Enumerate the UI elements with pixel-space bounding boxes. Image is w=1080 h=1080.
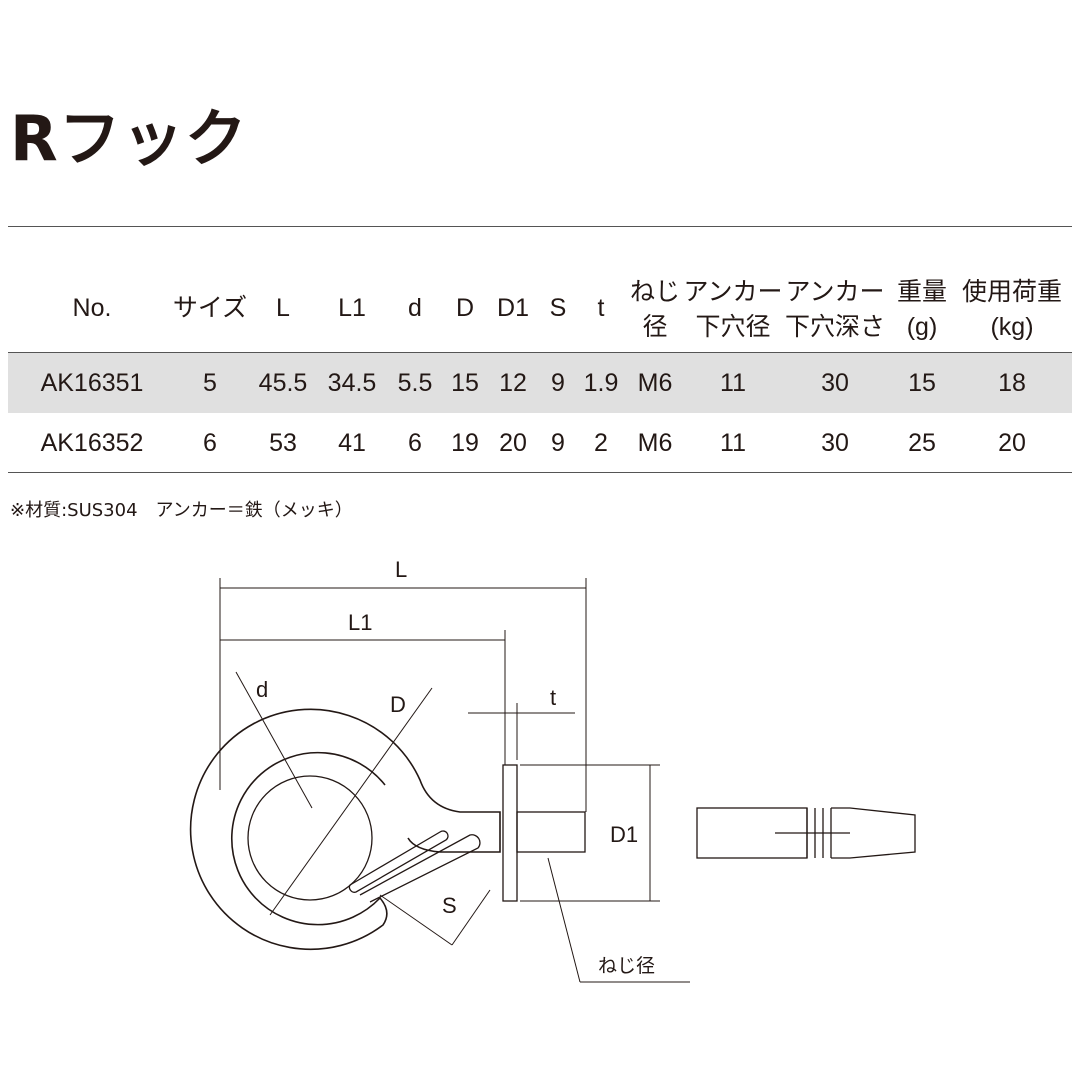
page-title: Rフック xyxy=(10,102,248,175)
table-cell: 15 xyxy=(451,369,479,397)
column-header: d xyxy=(408,294,422,322)
table-cell: 45.5 xyxy=(258,369,308,397)
table-cell: 11 xyxy=(720,369,746,397)
table-cell: 6 xyxy=(203,429,217,457)
column-header: 下穴径 xyxy=(695,313,771,341)
table-cell: 6 xyxy=(408,429,422,457)
column-header: ねじ xyxy=(629,278,681,306)
table-cell: 11 xyxy=(720,429,746,457)
column-header: (kg) xyxy=(990,313,1034,341)
column-header: 下穴深さ xyxy=(784,313,886,341)
label-S: S xyxy=(442,893,457,918)
product-number: AK16352 xyxy=(40,429,144,457)
thread-stud xyxy=(516,811,586,853)
column-header: L1 xyxy=(338,294,366,322)
table-cell: 34.5 xyxy=(327,369,377,397)
label-D1: D1 xyxy=(610,822,638,847)
table-cell: 30 xyxy=(821,429,849,457)
highlight-row-bg xyxy=(8,353,1072,413)
table-cell: 12 xyxy=(499,369,527,397)
table-cell: 20 xyxy=(499,429,527,457)
column-header: D1 xyxy=(497,294,529,322)
header-rule xyxy=(8,352,1072,353)
label-L1: L1 xyxy=(348,610,372,635)
table-cell: 25 xyxy=(908,429,936,457)
column-header: サイズ xyxy=(172,294,248,322)
table-top-rule xyxy=(8,226,1072,227)
anchor-drawing xyxy=(696,807,916,859)
label-D: D xyxy=(390,692,406,717)
washer xyxy=(502,764,518,902)
label-thread: ねじ径 xyxy=(598,955,655,977)
column-header: L xyxy=(276,294,290,322)
table-cell: 19 xyxy=(451,429,479,457)
column-header: D xyxy=(455,294,475,322)
column-header: アンカー xyxy=(785,278,885,306)
table-cell: 15 xyxy=(908,369,936,397)
table-cell: 41 xyxy=(338,429,366,457)
table-cell: 53 xyxy=(269,429,297,457)
table-cell: 18 xyxy=(998,369,1026,397)
label-d: d xyxy=(256,677,268,702)
latch xyxy=(348,830,449,893)
table-cell: 9 xyxy=(551,429,565,457)
table-cell: 1.9 xyxy=(583,369,619,397)
table-cell: 2 xyxy=(594,429,608,457)
column-header: アンカー xyxy=(683,278,783,306)
column-header: (g) xyxy=(906,313,938,341)
column-header: No. xyxy=(72,294,112,322)
hook-inner-circle xyxy=(247,775,373,901)
table-cell: 5.5 xyxy=(397,369,433,397)
table-cell: 5 xyxy=(203,369,217,397)
column-header: 径 xyxy=(642,313,668,341)
table-cell: 9 xyxy=(551,369,565,397)
table-bottom-rule xyxy=(8,472,1072,473)
table-cell: M6 xyxy=(637,369,673,397)
label-t: t xyxy=(550,685,556,710)
column-header: S xyxy=(549,294,567,322)
table-cell: 30 xyxy=(821,369,849,397)
material-note: ※材質:SUS304 アンカー＝鉄（メッキ） xyxy=(10,500,353,521)
product-number: AK16351 xyxy=(40,369,144,397)
column-header: 使用荷重 xyxy=(961,278,1063,306)
hook-outline xyxy=(189,708,501,951)
column-header: 重量 xyxy=(896,278,948,306)
table-cell: M6 xyxy=(637,429,673,457)
column-header: t xyxy=(597,294,605,322)
table-cell: 20 xyxy=(998,429,1026,457)
label-L: L xyxy=(395,557,407,582)
